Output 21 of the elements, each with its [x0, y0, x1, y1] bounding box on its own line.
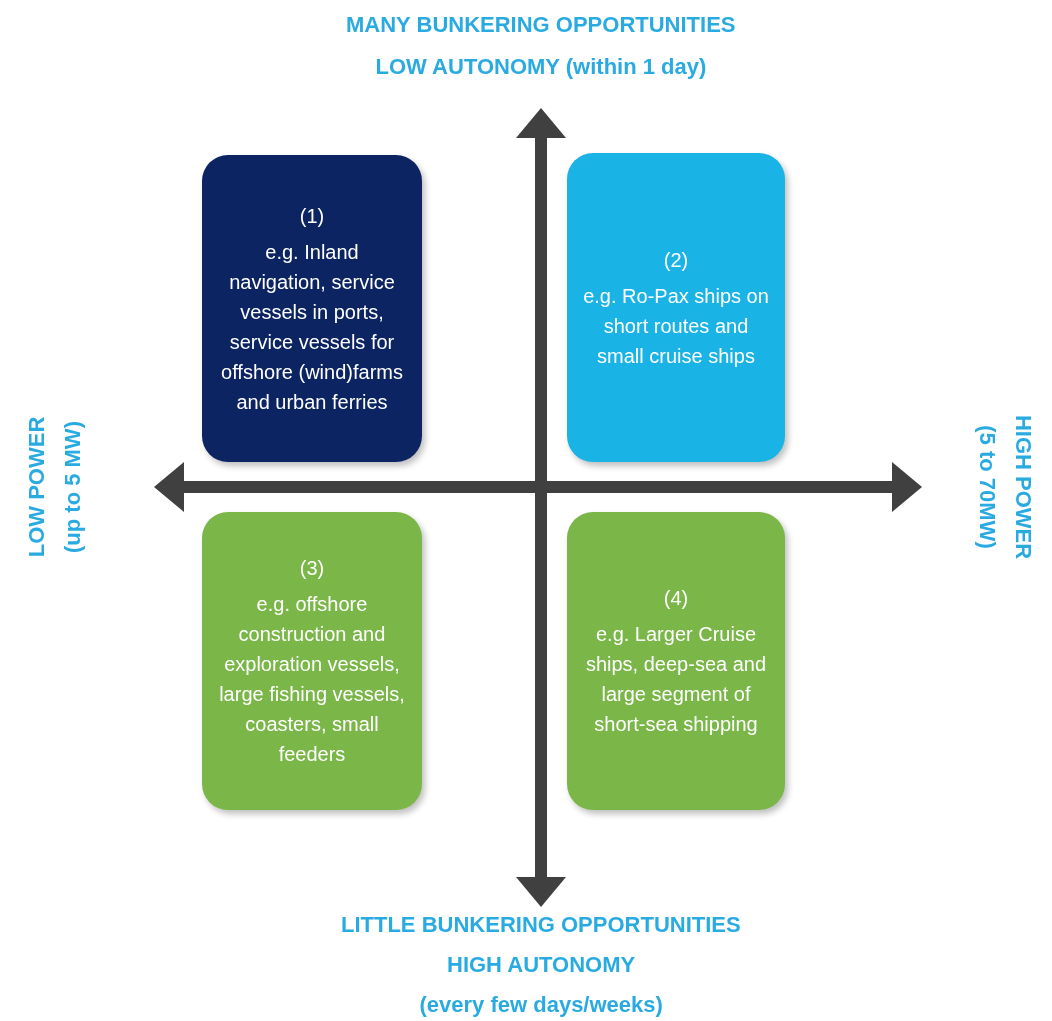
quadrant-card	[202, 155, 422, 462]
quadrant-description: e.g. offshore construction and exploration vessels, large fishing vessels, coasters, small feeders	[218, 592, 406, 767]
quadrant-card	[202, 512, 422, 810]
axis-label: LITTLE BUNKERING OPPORTUNITIES	[341, 911, 741, 939]
axis-label: (5 to 70MW)	[974, 425, 1002, 549]
quadrant-number: (2)	[663, 247, 689, 273]
axis-label: MANY BUNKERING OPPORTUNITIES	[346, 11, 736, 39]
quadrant-number: (3)	[299, 556, 325, 581]
quadrant-description: e.g. Ro-Pax ships on short routes and small cruise ships	[582, 283, 770, 369]
axis-label: LOW AUTONOMY (within 1 day)	[375, 53, 707, 81]
axis-label: HIGH POWER	[1010, 414, 1038, 560]
quadrant-description: e.g. Larger Cruise ships, deep-sea and large segment of short-sea shipping	[584, 622, 768, 737]
axis-label: (up to 5 MW)	[58, 421, 86, 553]
axis-label: LOW POWER	[22, 416, 50, 558]
axis-label: HIGH AUTONOMY	[447, 951, 636, 979]
quadrant-description: e.g. Inland navigation, service vessels in ports, service vessels for offshore (wind)farms and urban ferries	[220, 239, 404, 415]
axis-label: (every few days/weeks)	[419, 991, 663, 1019]
quadrant-card	[567, 153, 785, 462]
quadrant-card	[567, 512, 785, 810]
quadrant-number: (4)	[663, 586, 689, 611]
quadrant-number: (1)	[299, 203, 325, 229]
